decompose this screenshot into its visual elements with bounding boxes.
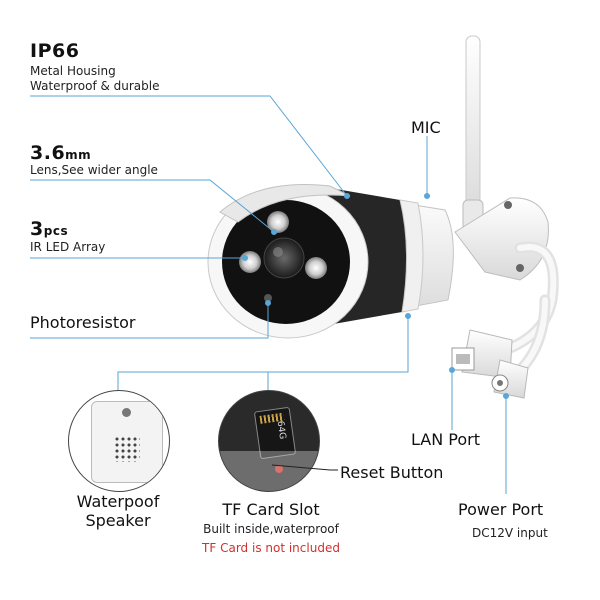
lens-desc: Lens,See wider angle [30,163,158,177]
tf-card-detail: 64G [218,390,320,492]
speaker-grille [114,436,140,462]
speaker-detail [68,390,170,492]
ir-title: 3pcs [30,218,68,240]
ir-title-value: 3 [30,218,44,240]
speaker-caption-line2: Speaker [85,511,151,530]
lens-title-value: 3.6 [30,142,66,164]
tf-card-warning: TF Card is not included [202,541,340,555]
power-connector [491,359,529,399]
lens-title: 3.6mm [30,142,91,164]
ip66-line2: Waterproof & durable [30,79,160,93]
speaker-caption-line1: Waterpoof [76,492,160,511]
tf-card-title: TF Card Slot [222,500,320,519]
lan-port-label: LAN Port [411,430,480,449]
antenna [462,35,484,241]
power-port-label: Power Port [458,500,544,519]
reset-button-label: Reset Button [340,463,444,482]
ir-desc: IR LED Array [30,240,106,254]
screw-icon [122,408,131,417]
ip66-line1: Metal Housing [30,64,116,78]
tf-card-desc: Built inside,waterproof [203,522,339,536]
power-port-desc: DC12V input [472,526,548,540]
speaker-housing [91,401,163,483]
ip66-title: IP66 [30,40,80,62]
photoresistor-label: Photoresistor [30,313,136,332]
mic-label: MIC [411,118,441,137]
sd-card-capacity: 64G [274,420,288,440]
ir-title-unit: pcs [43,224,69,238]
lens-title-unit: mm [65,148,92,162]
